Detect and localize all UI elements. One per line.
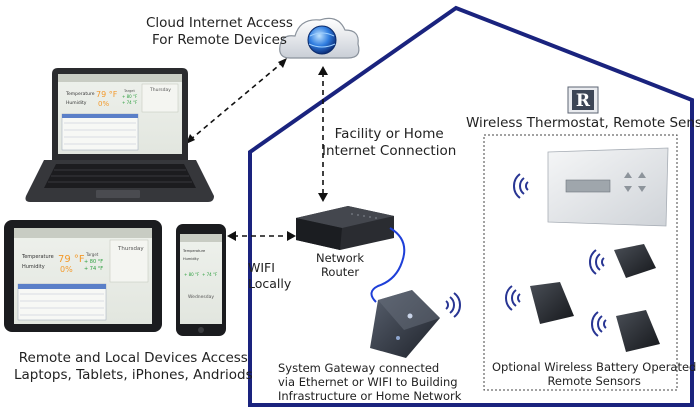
sensors-label-line-1: Optional Wireless Battery Operated [492, 360, 697, 374]
facility-label: Facility or Home Internet Connection [322, 126, 456, 160]
thermostat-title: Wireless Thermostat, Remote Sensors [466, 115, 700, 131]
connection-arrows [189, 61, 324, 237]
tablet-target-low: + 74 °F [84, 266, 103, 272]
gateway-label-line-3: Infrastructure or Home Network [278, 389, 462, 403]
router-label-line-2: Router [320, 265, 360, 279]
gateway-icon [370, 290, 440, 358]
phone-target-low: + 74 °F [202, 272, 218, 277]
sensor-icon-2 [530, 282, 574, 324]
sensor-wifi-icon-1 [589, 249, 605, 275]
sensor-wifi-icon-3 [591, 311, 607, 337]
laptop-humidity-label: Humidity [66, 100, 87, 106]
laptop-target-high: + 80 °F [122, 94, 138, 99]
router-label-line-1: Network [316, 251, 365, 265]
logo: R [567, 86, 599, 114]
router-label: Network Router [316, 251, 364, 279]
laptop-temperature-label: Temperature [65, 91, 95, 97]
phone-temperature-label: Temperature [182, 249, 205, 253]
logo-letter: R [576, 91, 591, 111]
facility-label-line-1: Facility or Home [334, 126, 444, 142]
sensors-label: Optional Wireless Battery Operated Remot… [492, 360, 696, 388]
tablet-temperature-label: Temperature [21, 254, 54, 260]
cloud-label-line-2: For Remote Devices [152, 32, 287, 48]
globe-icon [307, 25, 337, 55]
tablet-humidity-value: 0% [60, 265, 73, 274]
gateway-label-line-1: System Gateway connected [278, 361, 440, 375]
phone-target-high: + 80 °F [184, 272, 200, 277]
laptop-temperature-value: 79 °F [96, 90, 118, 99]
house-outline [248, 5, 694, 407]
thermostat-wifi-icon [513, 173, 529, 199]
sensor-wifi-icon-2 [505, 285, 521, 311]
cloud-label: Cloud Internet Access For Remote Devices [146, 15, 293, 49]
laptop-target-label: Target [123, 89, 135, 93]
remote-devices-label-line-2: Laptops, Tablets, iPhones, Andriods [14, 367, 253, 383]
router-icon [296, 206, 394, 250]
laptop-icon [25, 68, 214, 202]
tablet-icon [4, 220, 162, 332]
tablet-temperature-value: 79 °F [58, 254, 85, 265]
ethernet-cable [370, 227, 406, 303]
sensor-icon-1 [614, 244, 656, 278]
remote-devices-label-line-1: Remote and Local Devices Access [18, 350, 248, 366]
phone-day-label: Wednesday [188, 294, 214, 300]
tablet-humidity-label: Humidity [22, 264, 45, 270]
cloud-label-line-1: Cloud Internet Access [146, 15, 293, 31]
laptop-day-label: Thursday [149, 87, 171, 93]
tablet-target-high: + 80 °F [84, 259, 103, 265]
sensor-icon-3 [616, 310, 660, 352]
phone-humidity-label: Humidity [183, 257, 199, 261]
gateway-wifi-icon [445, 292, 461, 318]
wifi-label: WIFI Locally [248, 260, 291, 292]
sensor-area-box [483, 134, 678, 391]
gateway-label-line-2: via Ethernet or WIFI to Building [278, 375, 458, 389]
phone-icon [176, 224, 226, 336]
laptop-target-low: + 74 °F [122, 100, 138, 105]
tablet-target-label: Target [85, 252, 99, 257]
gateway-label: System Gateway connected via Ethernet or… [278, 361, 461, 403]
arrow-heads [186, 58, 328, 241]
wifi-label-line-1: WIFI [248, 260, 275, 275]
sensors-label-line-2: Remote Sensors [547, 374, 641, 388]
thermostat-icon [547, 147, 669, 227]
laptop-humidity-value: 0% [98, 100, 109, 108]
facility-label-line-2: Internet Connection [322, 143, 457, 159]
remote-devices-label: Remote and Local Devices Access Laptops,… [14, 350, 253, 384]
tablet-day-label: Thursday [117, 246, 144, 252]
cloud-icon [279, 17, 360, 59]
wifi-label-line-2: Locally [248, 276, 292, 291]
